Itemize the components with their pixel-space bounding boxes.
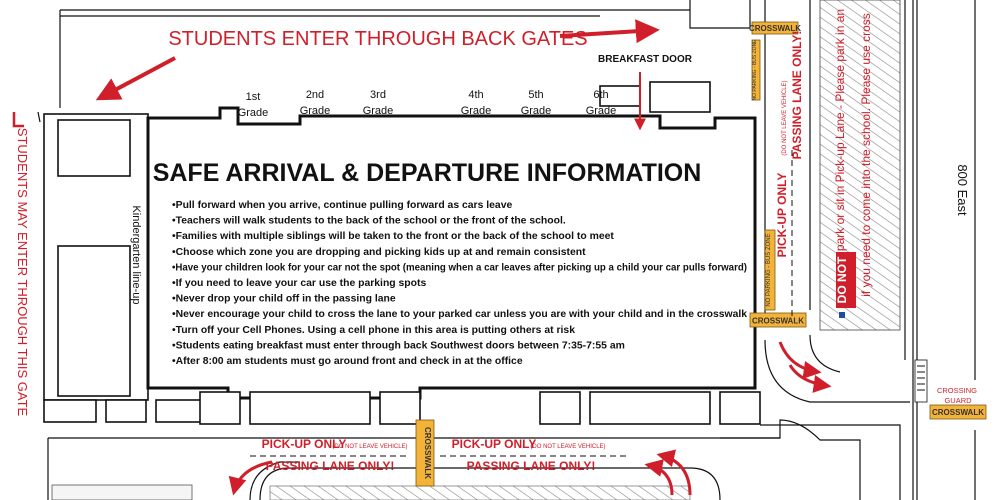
crossing-guard-word-1: CROSSING bbox=[937, 386, 977, 395]
arrow-left-icon bbox=[95, 56, 176, 101]
grade-1-line2: Grade bbox=[238, 107, 269, 119]
info-bullet-1: •Pull forward when you arrive, continue … bbox=[172, 200, 512, 211]
svg-text:PASSING LANE ONLY!: PASSING LANE ONLY! bbox=[266, 459, 395, 473]
curve-arrow-right-1-icon bbox=[778, 341, 822, 379]
do-not-box: DO NOT bbox=[835, 252, 856, 308]
back-road bbox=[37, 0, 751, 123]
info-bullet-10: •Students eating breakfast must enter th… bbox=[172, 340, 625, 351]
info-bullet-7: •Never drop your child off in the passin… bbox=[172, 294, 396, 305]
school-building bbox=[146, 81, 761, 425]
svg-text:DO NOT: DO NOT bbox=[835, 256, 849, 303]
svg-text:CROSSWALK: CROSSWALK bbox=[932, 408, 984, 417]
pickup-bottom-right: PICK-UP ONLY (DO NOT LEAVE VEHICLE) PASS… bbox=[452, 437, 606, 473]
info-bullet-3: •Families with multiple siblings will be… bbox=[172, 231, 614, 242]
crosswalk-middle: CROSSWALK bbox=[749, 312, 807, 328]
info-bullet-5: •Have your children look for your car no… bbox=[172, 262, 747, 273]
grade-4-line1: 4th bbox=[468, 89, 483, 101]
gate-corner-icon bbox=[12, 112, 24, 128]
enter-back-label: STUDENTS ENTER THROUGH BACK GATES bbox=[168, 28, 587, 50]
crossing-guard-label: CROSSING GUARD bbox=[937, 386, 979, 405]
crosswalk-guard: CROSSWALK bbox=[929, 404, 987, 420]
svg-text:PICK-UP ONLY: PICK-UP ONLY bbox=[262, 437, 347, 451]
front-loop bbox=[47, 419, 901, 500]
svg-text:PASSING LANE ONLY!: PASSING LANE ONLY! bbox=[467, 459, 596, 473]
svg-text:(DO NOT LEAVE VEHICLE): (DO NOT LEAVE VEHICLE) bbox=[332, 444, 407, 450]
info-bullet-2: •Teachers will walk students to the back… bbox=[172, 216, 566, 227]
grade-2-line2: Grade bbox=[300, 105, 331, 117]
info-bullet-4: •Choose which zone you are dropping and … bbox=[172, 247, 586, 258]
grade-3-line2: Grade bbox=[363, 105, 394, 117]
curve-arrow-bottom-right-1-icon bbox=[656, 449, 692, 496]
crosswalk-top: CROSSWALK bbox=[749, 21, 801, 35]
breakfast-door-label: BREAKFAST DOOR bbox=[598, 54, 693, 65]
grade-5-line1: 5th bbox=[528, 89, 543, 101]
svg-text:NO PARKING - BUS ZONE: NO PARKING - BUS ZONE bbox=[752, 39, 758, 101]
svg-text:CROSSWALK: CROSSWALK bbox=[423, 427, 432, 479]
info-bullet-8: •Never encourage your child to cross the… bbox=[172, 309, 747, 320]
grade-3-line1: 3rd bbox=[370, 89, 386, 101]
grade-labels: 1st Grade 2nd Grade 3rd Grade 4th Grade … bbox=[238, 89, 617, 119]
crossing-guard-word-2: GUARD bbox=[944, 396, 972, 405]
kindergarten-label: Kindergarten line-up bbox=[130, 205, 142, 304]
info-bullet-11: •After 8:00 am students must go around f… bbox=[172, 356, 523, 367]
info-bullet-9: •Turn off your Cell Phones. Using a cell… bbox=[172, 325, 575, 336]
bus-zone-upper: NO PARKING - BUS ZONE bbox=[751, 39, 761, 101]
side-gate-label: STUDENTS MAY ENTER THROUGH THIS GATE bbox=[15, 128, 30, 417]
pickup-vertical-right: PICK-UP ONLY (DO NOT LEAVE VEHICLE) PASS… bbox=[775, 31, 804, 258]
right-lane bbox=[764, 0, 976, 500]
do-not-leave-vertical: (DO NOT LEAVE VEHICLE) bbox=[782, 80, 788, 155]
curve-arrow-right-2-icon bbox=[788, 364, 832, 393]
info-bullet-6: •If you need to leave your car use the p… bbox=[172, 278, 426, 289]
crosswalk-bottom-vertical: CROSSWALK bbox=[415, 419, 435, 487]
svg-text:PICK-UP ONLY: PICK-UP ONLY bbox=[452, 437, 537, 451]
grade-6-line2: Grade bbox=[586, 105, 617, 117]
curve-arrow-left-icon bbox=[228, 460, 273, 496]
info-title: SAFE ARRIVAL & DEPARTURE INFORMATION bbox=[153, 159, 702, 187]
bus-zone-lower: NO PARKING - BUS ZONE bbox=[764, 229, 776, 311]
grade-5-line2: Grade bbox=[521, 105, 552, 117]
grade-6-line1: 6th bbox=[593, 89, 608, 101]
grade-1-line1: 1st bbox=[246, 91, 261, 103]
grade-4-line2: Grade bbox=[461, 105, 492, 117]
svg-text:CROSSWALK: CROSSWALK bbox=[749, 24, 801, 33]
right-note-line-1: park or sit in Pick-up Lane - Please par… bbox=[833, 9, 847, 251]
svg-text:NO PARKING - BUS ZONE: NO PARKING - BUS ZONE bbox=[766, 233, 772, 306]
svg-text:CROSSWALK: CROSSWALK bbox=[752, 317, 804, 326]
svg-text:(DO NOT LEAVE VEHICLE): (DO NOT LEAVE VEHICLE) bbox=[530, 444, 605, 450]
pickup-bottom-left: PICK-UP ONLY (DO NOT LEAVE VEHICLE) PASS… bbox=[262, 437, 408, 473]
passing-lane-vertical: PASSING LANE ONLY! bbox=[790, 31, 804, 160]
info-panel: SAFE ARRIVAL & DEPARTURE INFORMATION •Pu… bbox=[153, 159, 748, 367]
arrow-right-icon bbox=[559, 19, 660, 44]
street-name: 800 East bbox=[955, 164, 970, 216]
pickup-only-vertical: PICK-UP ONLY bbox=[775, 173, 789, 258]
right-note-line-2: if you need to come into the school. Ple… bbox=[859, 13, 873, 297]
curve-arrow-bottom-right-2-icon bbox=[644, 459, 674, 496]
left-buildings bbox=[43, 113, 207, 423]
info-bullet-list: •Pull forward when you arrive, continue … bbox=[172, 200, 747, 367]
grade-2-line1: 2nd bbox=[306, 89, 324, 101]
